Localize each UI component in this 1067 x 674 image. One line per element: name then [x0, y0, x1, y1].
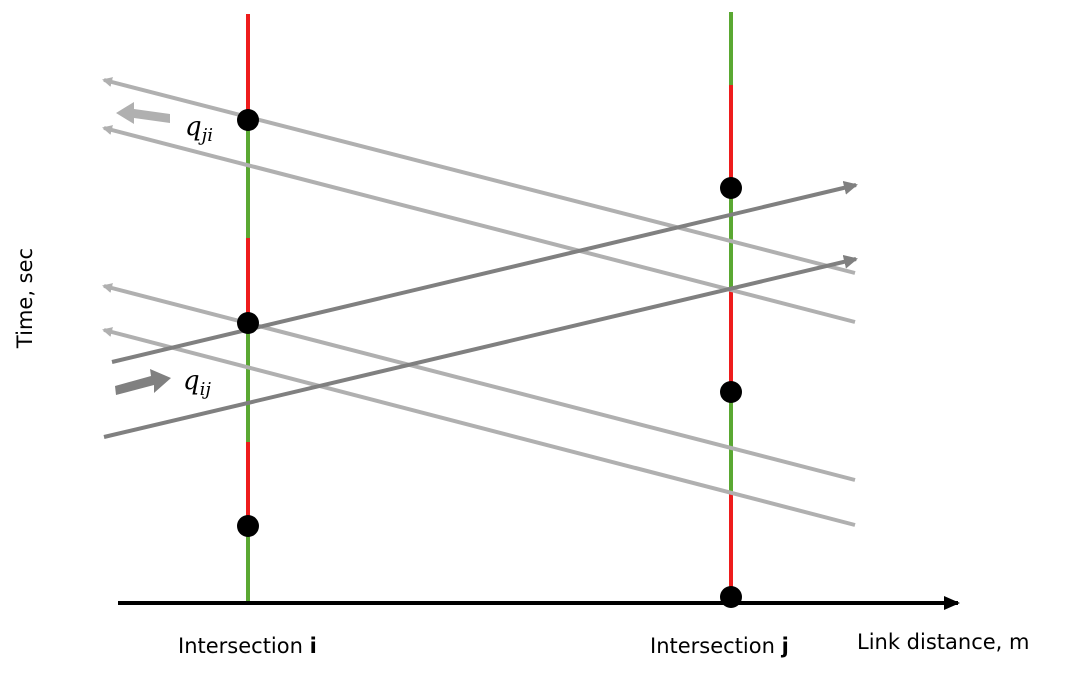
flow-arrow-ij: [115, 369, 171, 395]
flow-label-base: q: [183, 366, 200, 396]
signal-point: [237, 515, 259, 537]
intersection-i-label: Intersection i: [178, 634, 317, 658]
trajectory-line: [102, 283, 856, 482]
x-axis-label: Link distance, m: [857, 630, 1030, 654]
signal-point: [720, 381, 742, 403]
trajectory-line: [102, 77, 856, 275]
intersection-j-label: Intersection j: [650, 634, 789, 658]
trajectory-line: [102, 125, 856, 324]
signal-point: [237, 312, 259, 334]
trajectories-ji: [102, 77, 856, 527]
intersection-suffix: i: [309, 634, 317, 658]
intersection-suffix: j: [781, 634, 789, 658]
flow-label-base: q: [185, 112, 202, 142]
flow-label-q-ji: qji: [185, 112, 213, 146]
signal-point: [720, 586, 742, 608]
signal-point: [237, 109, 259, 131]
intersection-name: Intersection: [178, 634, 303, 658]
flow-label-subscript: ij: [199, 379, 211, 400]
trajectories-ij: [103, 180, 858, 439]
signal-points: [237, 109, 742, 608]
intersection-name: Intersection: [650, 634, 775, 658]
signal-point: [720, 177, 742, 199]
trajectory-line: [103, 254, 858, 439]
trajectory-line: [102, 327, 856, 527]
flow-arrow-ji: [116, 102, 170, 124]
trajectory-line: [111, 180, 858, 364]
flow-label-q-ij: qij: [183, 366, 211, 400]
y-axis-label: Time, sec: [13, 247, 37, 349]
flow-label-subscript: ji: [201, 125, 213, 146]
